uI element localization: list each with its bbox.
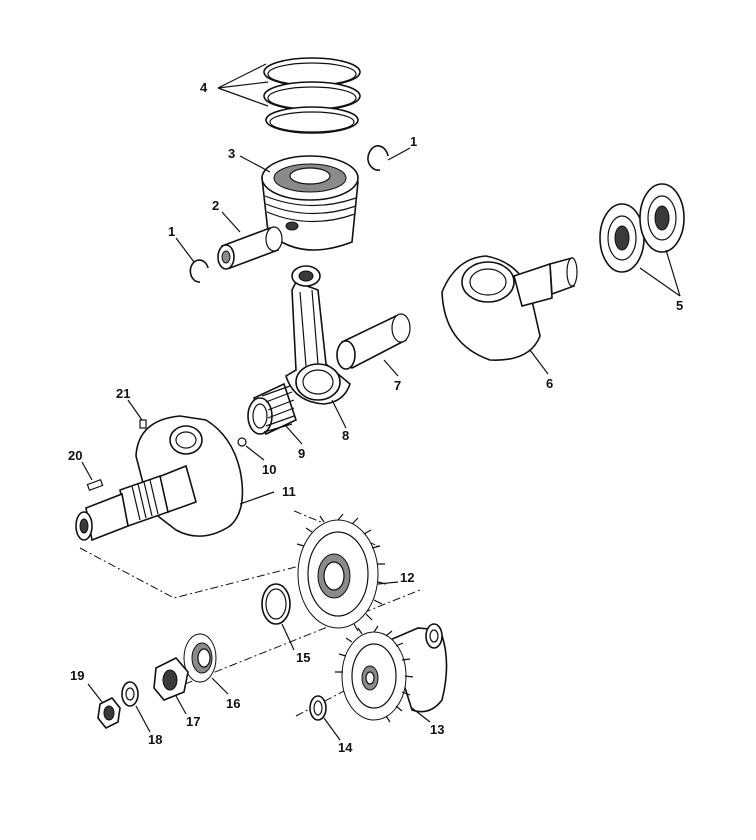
- callout-2: 2: [212, 198, 219, 213]
- circlip-right: [367, 145, 389, 171]
- washer-14: [309, 695, 327, 721]
- needle-bearing: [247, 382, 297, 436]
- pin-21: [139, 419, 147, 429]
- callout-9: 9: [298, 446, 305, 461]
- leader-lines: [81, 63, 681, 741]
- callout-10: 10: [262, 462, 276, 477]
- callout-3: 3: [228, 146, 235, 161]
- callout-numbers: 4 3 1 2 1 5 6 7 8 9 10 11 21 20 12 15 16…: [68, 80, 683, 755]
- key-20: [86, 479, 104, 491]
- callout-7: 7: [394, 378, 401, 393]
- piston-pin: [217, 226, 283, 270]
- callout-11: 11: [282, 484, 296, 499]
- circlip-left: [189, 259, 209, 283]
- callout-19: 19: [70, 668, 84, 683]
- crankshaft-half-right: [441, 255, 578, 361]
- callout-6: 6: [546, 376, 553, 391]
- nut-17: [153, 657, 189, 701]
- callout-16: 16: [226, 696, 240, 711]
- crankshaft-half-left: [75, 415, 244, 542]
- callout-13: 13: [430, 722, 444, 737]
- connecting-rod: [285, 265, 351, 405]
- callout-17: 17: [186, 714, 200, 729]
- callout-15: 15: [296, 650, 310, 665]
- callout-8: 8: [342, 428, 349, 443]
- nut-19: [97, 696, 121, 730]
- gear-16: [183, 633, 217, 683]
- callout-18: 18: [148, 732, 162, 747]
- balancer-shaft: [335, 623, 448, 723]
- callout-20: 20: [68, 448, 82, 463]
- callout-21: 21: [116, 386, 130, 401]
- callout-1-right: 1: [410, 134, 417, 149]
- crank-gear: [296, 513, 387, 632]
- callout-5: 5: [676, 298, 683, 313]
- spacer-15: [261, 583, 291, 625]
- piston-rings: [263, 57, 361, 134]
- crank-pin: [336, 313, 411, 370]
- callout-4: 4: [200, 80, 208, 95]
- callout-12: 12: [400, 570, 414, 585]
- washer-18: [121, 681, 139, 707]
- ball-10: [237, 437, 247, 447]
- callout-14: 14: [338, 740, 353, 755]
- callout-1-left: 1: [168, 224, 175, 239]
- main-bearings: [599, 183, 685, 273]
